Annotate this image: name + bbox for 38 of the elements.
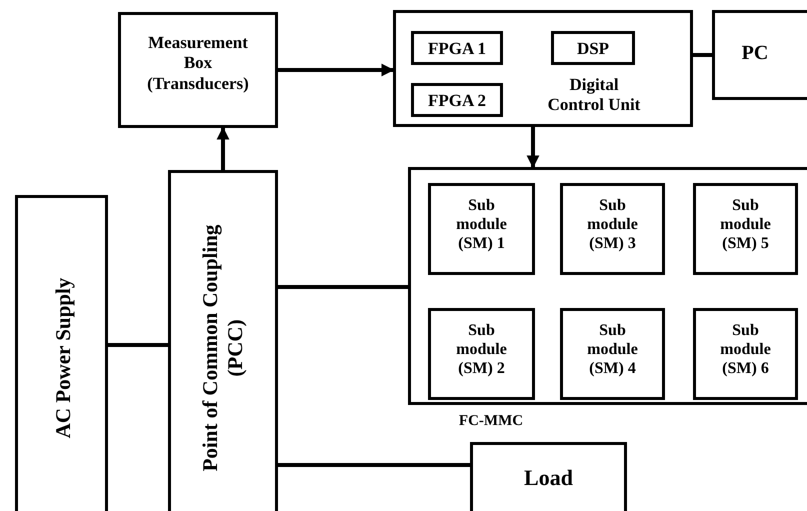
- block-label: Sub module (SM) 1: [455, 196, 508, 254]
- block-label: DSP: [576, 39, 610, 60]
- module-box: [693, 183, 798, 275]
- module-box: [428, 183, 535, 275]
- module-box: [428, 308, 535, 400]
- module-box: [551, 31, 635, 65]
- block-box: [470, 442, 627, 511]
- block-label: FC-MMC: [458, 412, 524, 430]
- block-label: PC: [740, 41, 770, 65]
- block-label: FPGA 2: [426, 91, 488, 112]
- block-label: Sub module (SM) 4: [586, 321, 639, 379]
- block-label: Sub module (SM) 6: [719, 321, 772, 379]
- module-box: [411, 83, 503, 117]
- arrow: [526, 127, 540, 168]
- arrow: [278, 64, 394, 76]
- block-box: [393, 10, 693, 127]
- arrow: [216, 126, 230, 170]
- connection-line: [278, 285, 408, 289]
- module-box: [560, 183, 665, 275]
- block-label: Sub module (SM) 2: [455, 321, 508, 379]
- block-label: FPGA 1: [426, 39, 488, 60]
- connection-line: [108, 343, 168, 347]
- connection-line: [278, 463, 470, 467]
- block-label: Sub module (SM) 3: [586, 196, 639, 254]
- block-box: [168, 170, 278, 511]
- connection-line: [693, 53, 712, 57]
- block-box: [118, 12, 278, 128]
- block-label: Point of Common Coupling (PCC): [199, 224, 247, 474]
- module-box: [560, 308, 665, 400]
- block-label: AC Power Supply: [50, 276, 76, 440]
- block-label: Sub module (SM) 5: [719, 196, 772, 254]
- module-box: [411, 31, 503, 65]
- block-label: Measurement Box (Transducers): [146, 33, 250, 94]
- block-label: Digital Control Unit: [546, 75, 642, 116]
- block-box: [712, 10, 807, 100]
- block-box: [15, 195, 108, 511]
- module-box: [693, 308, 798, 400]
- block-label: Load: [523, 465, 574, 492]
